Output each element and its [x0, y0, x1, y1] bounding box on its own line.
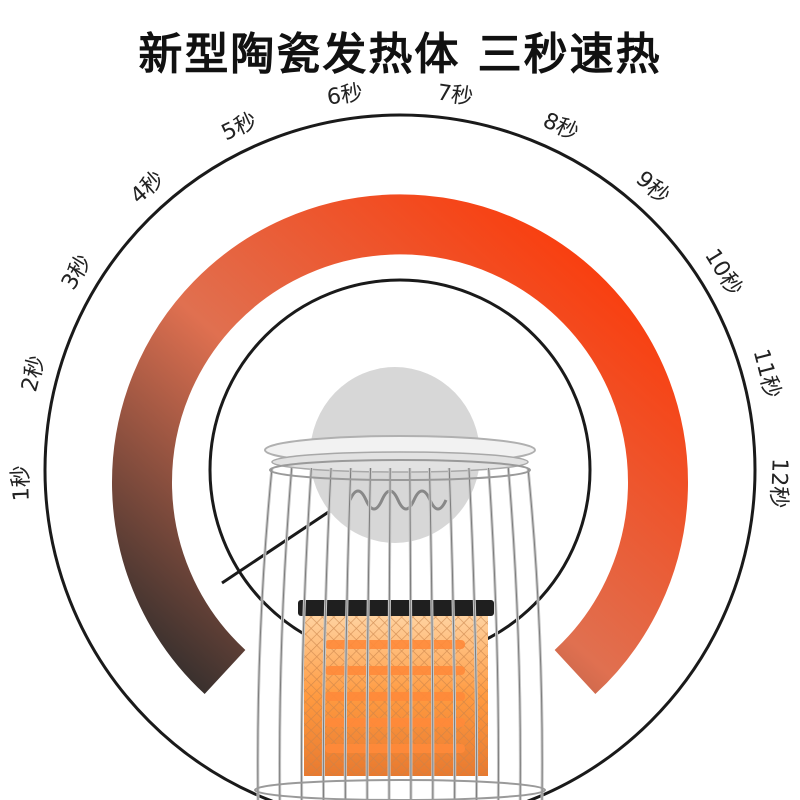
glow-bars: [325, 640, 465, 753]
cage-wire-shadow: [344, 467, 352, 800]
tick-label: 3秒: [57, 251, 97, 295]
cage-wire-shadow: [301, 467, 312, 800]
glow-bar: [325, 744, 465, 753]
glow-bar: [325, 718, 465, 727]
tick-label: 9秒: [631, 167, 675, 210]
cage-wire-shadow: [468, 467, 478, 800]
glow-bar: [325, 640, 465, 649]
cage-wire: [256, 467, 274, 800]
glow-bar: [325, 666, 465, 675]
tick-label: 7秒: [435, 81, 474, 111]
cage-ring-top: [269, 459, 531, 481]
cage-wire-shadow: [507, 467, 521, 800]
tick-label: 4秒: [126, 167, 170, 210]
cage-wire-shadow: [366, 467, 371, 800]
tick-label: 11秒: [748, 346, 785, 401]
cage-wire-shadow: [429, 467, 434, 800]
cage-wires: [256, 467, 544, 800]
cage-top-rim: [271, 451, 529, 473]
heater-product: [254, 367, 546, 800]
headline: 新型陶瓷发热体 三秒速热: [138, 29, 662, 80]
tick-label: 12秒: [765, 458, 792, 509]
cage-wire-shadow: [257, 467, 273, 800]
tick-label: 2秒: [17, 353, 50, 394]
cage-wire-shadow: [388, 467, 391, 800]
outer-ring: [43, 113, 757, 800]
tick-label: 5秒: [218, 108, 261, 146]
cage-wire-shadow: [322, 467, 332, 800]
cage-wire-shadow: [279, 467, 293, 800]
cage-wire-shadow: [409, 467, 412, 800]
tick-label: 6秒: [325, 81, 364, 111]
heat-arc: [112, 194, 688, 694]
element-band: [298, 600, 494, 616]
cage-wire-shadow: [527, 467, 543, 800]
cage-wire-shadow: [448, 467, 456, 800]
cage-wire-shadow: [488, 467, 499, 800]
cage-wire: [526, 467, 544, 800]
cage-ring-bottom: [254, 779, 546, 800]
tick-label: 8秒: [539, 108, 582, 146]
glow-bar: [325, 692, 465, 701]
tick-label: 1秒: [9, 465, 35, 502]
